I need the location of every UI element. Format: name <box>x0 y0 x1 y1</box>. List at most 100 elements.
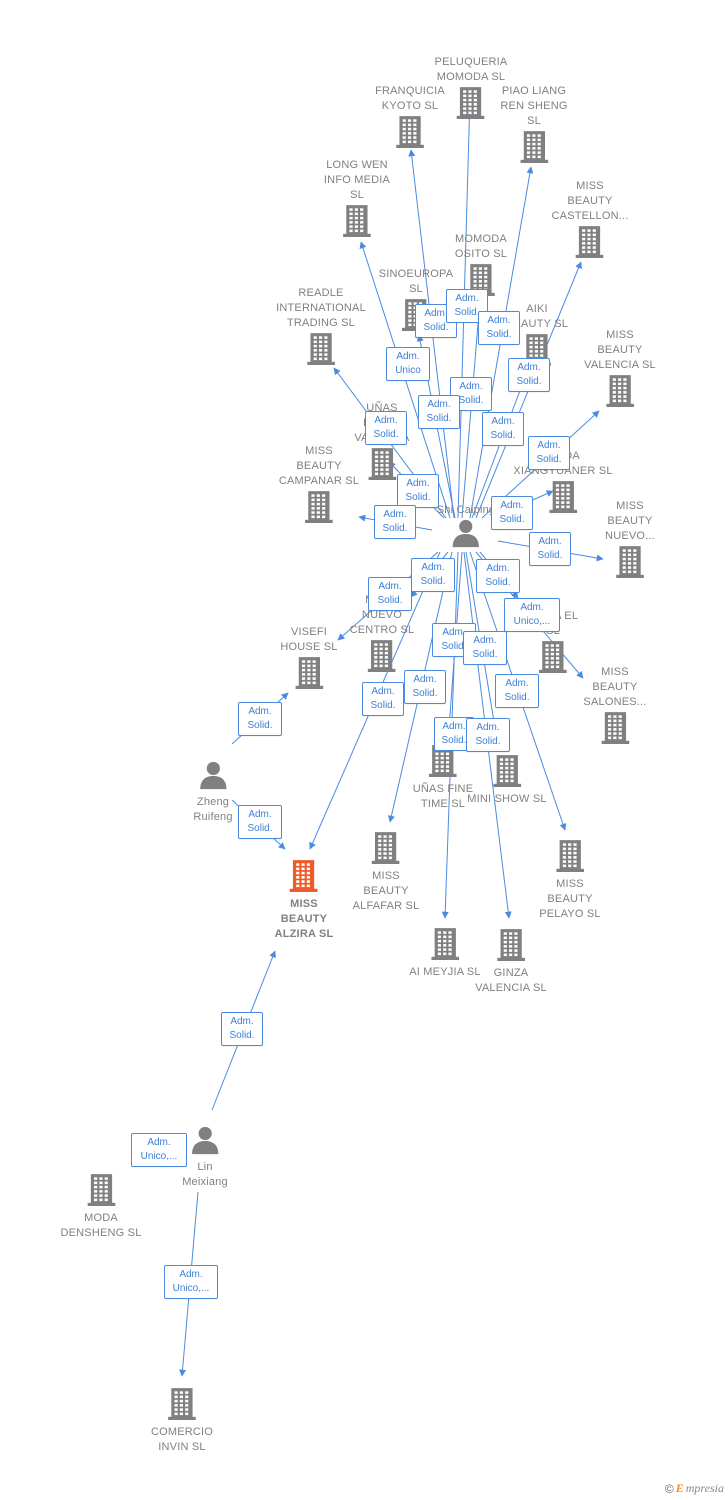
edge-role-label[interactable]: Adm. Solid. <box>528 436 570 470</box>
building-icon <box>302 489 336 528</box>
company-node-ginza[interactable]: GINZA VALENCIA SL <box>475 927 547 996</box>
node-label: GINZA VALENCIA SL <box>475 967 547 994</box>
edge-role-label[interactable]: Adm. Solid. <box>362 682 404 716</box>
edge-role-label[interactable]: Adm. Solid. <box>221 1012 263 1046</box>
node-label: MOMODA OSITO SL <box>454 233 508 260</box>
edge-role-label[interactable]: Adm. Solid. <box>508 358 550 392</box>
building-icon <box>365 446 399 485</box>
edge-role-label[interactable]: Adm. Solid. <box>466 718 510 752</box>
node-label: MISS BEAUTY VALENCIA SL <box>584 329 656 371</box>
node-label: MISS BEAUTY CASTELLON... <box>551 180 629 222</box>
building-icon <box>84 1172 118 1211</box>
edge-role-label[interactable]: Adm. Solid. <box>529 532 571 566</box>
person-node-shi[interactable]: Shi Caiping <box>437 503 495 553</box>
building-icon <box>369 830 403 869</box>
company-node-alzira[interactable]: MISS BEAUTY ALZIRA SL <box>275 858 334 942</box>
node-label: COMERCIO INVIN SL <box>150 1426 214 1453</box>
node-label: MODA DENSHENG SL <box>60 1212 142 1239</box>
edge-role-label[interactable]: Adm. Solid. <box>238 805 282 839</box>
brand-logo-initial: E <box>675 1481 684 1495</box>
copyright-symbol: © <box>664 1481 674 1496</box>
edge-role-label[interactable]: Adm. Solid. <box>238 702 282 736</box>
edge-role-label[interactable]: Adm. Solid. <box>491 496 533 530</box>
node-label: SINOEUROPA SL <box>378 268 454 295</box>
company-node-unas-fine[interactable]: UÑAS FINE TIME SL <box>413 743 473 812</box>
node-label: MISS BEAUTY ALZIRA SL <box>274 898 334 940</box>
company-node-mini-show[interactable]: MINI SHOW SL <box>467 753 547 807</box>
edge-role-label[interactable]: Adm. Solid. <box>478 311 520 345</box>
node-label: VISEFI HOUSE SL <box>280 626 338 653</box>
edge-role-label[interactable]: Adm. Solid. <box>365 411 407 445</box>
company-node-comercio[interactable]: COMERCIO INVIN SL <box>151 1386 213 1455</box>
building-icon <box>517 129 551 168</box>
edge-role-label[interactable]: Adm. Solid. <box>482 412 524 446</box>
edge-role-label[interactable]: Adm. Solid. <box>495 674 539 708</box>
edge-role-label[interactable]: Adm. Unico,... <box>164 1265 218 1299</box>
building-icon <box>494 927 528 966</box>
node-label: READLE INTERNATIONAL TRADING SL <box>276 287 366 329</box>
edge-role-label[interactable]: Adm. Solid. <box>411 558 455 592</box>
edge-role-label[interactable]: Adm. Unico,... <box>131 1133 187 1167</box>
person-icon <box>190 1125 220 1160</box>
company-node-piao[interactable]: PIAO LIANG REN SHENG SL <box>500 84 567 168</box>
edge-role-label[interactable]: Adm. Unico <box>386 347 430 381</box>
node-label: MISS BEAUTY ALFAFAR SL <box>352 870 420 912</box>
company-node-visefi[interactable]: VISEFI HOUSE SL <box>280 625 337 694</box>
person-icon <box>198 760 228 795</box>
building-icon <box>546 479 580 518</box>
building-icon <box>490 753 524 792</box>
company-node-readle[interactable]: READLE INTERNATIONAL TRADING SL <box>276 286 366 370</box>
node-label: Lin Meixiang <box>182 1161 228 1188</box>
building-icon <box>454 85 488 124</box>
node-label: LONG WEN INFO MEDIA SL <box>323 159 391 201</box>
company-node-valencia[interactable]: MISS BEAUTY VALENCIA SL <box>584 328 656 412</box>
node-label: MINI SHOW SL <box>467 793 547 805</box>
company-node-campanar[interactable]: MISS BEAUTY CAMPANAR SL <box>279 444 359 528</box>
company-node-alfafar[interactable]: MISS BEAUTY ALFAFAR SL <box>353 830 420 914</box>
company-node-franquicia[interactable]: FRANQUICIA KYOTO SL <box>375 84 445 153</box>
edge-role-label[interactable]: Adm. Unico,... <box>504 598 560 632</box>
node-label: MISS BEAUTY SALONES... <box>583 666 647 708</box>
company-node-castellon[interactable]: MISS BEAUTY CASTELLON... <box>552 179 629 263</box>
building-icon <box>304 331 338 370</box>
edge-role-label[interactable]: Adm. Solid. <box>368 577 412 611</box>
edge-role-label[interactable]: Adm. Solid. <box>476 559 520 593</box>
company-node-salones[interactable]: MISS BEAUTY SALONES... <box>583 665 646 749</box>
node-label: MISS BEAUTY NUEVO... <box>605 500 655 542</box>
building-icon <box>292 655 326 694</box>
building-icon <box>536 639 570 678</box>
node-label: Zheng Ruifeng <box>193 796 233 823</box>
edge-role-label[interactable]: Adm. Solid. <box>404 670 446 704</box>
building-icon <box>613 544 647 583</box>
building-icon <box>393 114 427 153</box>
building-icon <box>598 710 632 749</box>
node-label: FRANQUICIA KYOTO SL <box>375 85 445 112</box>
company-node-peluqueria[interactable]: PELUQUERIA MOMODA SL <box>435 55 508 124</box>
person-node-zheng[interactable]: Zheng Ruifeng <box>193 760 232 825</box>
person-icon <box>451 518 481 553</box>
company-node-pelayo[interactable]: MISS BEAUTY PELAYO SL <box>539 838 601 922</box>
node-label: MISS BEAUTY CAMPANAR SL <box>278 445 360 487</box>
company-node-nuevo[interactable]: MISS BEAUTY NUEVO... <box>605 499 655 583</box>
person-node-lin[interactable]: Lin Meixiang <box>182 1125 228 1190</box>
edge-role-label[interactable]: Adm. Solid. <box>397 474 439 508</box>
node-label: PIAO LIANG REN SHENG SL <box>500 85 568 127</box>
company-node-ai-meyjia[interactable]: AI MEYJIA SL <box>409 926 481 980</box>
building-icon <box>165 1386 199 1425</box>
building-icon <box>428 926 462 965</box>
building-icon <box>573 224 607 263</box>
company-node-longwen[interactable]: LONG WEN INFO MEDIA SL <box>324 158 390 242</box>
edge-role-label[interactable]: Adm. Solid. <box>374 505 416 539</box>
node-label: Shi Caiping <box>436 504 496 516</box>
company-node-moda-densheng[interactable]: MODA DENSHENG SL <box>60 1172 141 1241</box>
building-icon <box>603 373 637 412</box>
building-icon <box>340 203 374 242</box>
building-icon <box>553 838 587 877</box>
edge-role-label[interactable]: Adm. Solid. <box>418 395 460 429</box>
node-label: MISS BEAUTY PELAYO SL <box>539 878 601 920</box>
building-icon <box>365 638 399 677</box>
node-label: AI MEYJIA SL <box>409 966 481 978</box>
edge-role-label[interactable]: Adm. Solid. <box>463 631 507 665</box>
